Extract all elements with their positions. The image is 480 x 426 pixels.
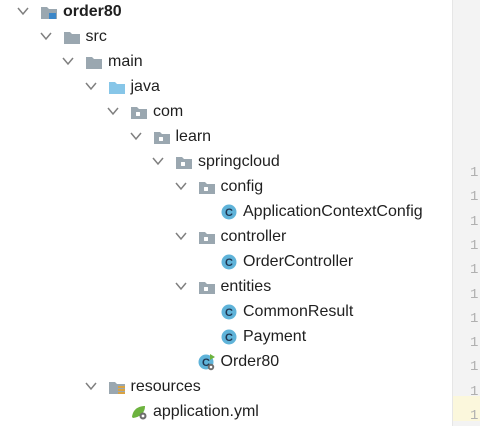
tree-node-ordercontroller[interactable]: C OrderController <box>0 250 452 275</box>
tree-node-com[interactable]: com <box>0 100 452 125</box>
tree-node-entities[interactable]: entities <box>0 275 452 300</box>
line-number: 1 <box>470 237 479 254</box>
tree-node-learn[interactable]: learn <box>0 125 452 150</box>
tree-node-order80[interactable]: C Order80 <box>0 350 452 375</box>
chevron-down-icon[interactable] <box>107 104 119 118</box>
line-number: 1 <box>470 310 479 327</box>
package-icon <box>198 178 216 196</box>
editor-gutter: 1 1 1 1 1 1 1 1 1 1 1 <box>452 0 480 426</box>
chevron-down-icon[interactable] <box>62 54 74 68</box>
tree-node-commonresult[interactable]: C CommonResult <box>0 300 452 325</box>
tree-node-application-yml[interactable]: application.yml <box>0 400 452 425</box>
chevron-down-icon[interactable] <box>84 79 97 93</box>
svg-text:C: C <box>225 307 233 319</box>
svg-text:C: C <box>202 357 210 369</box>
tree-node-label: controller <box>220 228 287 245</box>
package-icon <box>130 103 148 121</box>
tree-node-resources[interactable]: resources <box>0 375 452 400</box>
tree-node-label: application.yml <box>153 403 259 420</box>
chevron-down-icon[interactable] <box>129 129 142 143</box>
tree-node-controller[interactable]: controller <box>0 225 452 250</box>
tree-node-main[interactable]: main <box>0 50 452 75</box>
tree-node-config[interactable]: config <box>0 175 452 200</box>
tree-node-src[interactable]: src <box>0 25 452 50</box>
line-number: 1 <box>470 335 479 352</box>
line-number: 1 <box>470 359 479 376</box>
tree-node-label: Order80 <box>220 353 280 370</box>
chevron-down-icon[interactable] <box>84 379 97 393</box>
line-number: 1 <box>470 262 479 279</box>
module-folder-icon <box>40 3 58 21</box>
svg-text:C: C <box>225 332 233 344</box>
line-number: 1 <box>470 383 479 400</box>
tree-node-label: Payment <box>243 328 307 345</box>
tree-node-label: ApplicationContextConfig <box>243 203 423 220</box>
spring-boot-main-class-icon: C <box>198 353 216 371</box>
tree-node-label: src <box>85 28 107 45</box>
tree-node-order80[interactable]: order80 <box>0 0 452 25</box>
tree-node-springcloud[interactable]: springcloud <box>0 150 452 175</box>
spring-yml-file-icon <box>130 403 148 421</box>
java-class-icon: C <box>220 253 238 271</box>
svg-text:C: C <box>225 257 233 269</box>
line-number: 1 <box>470 286 479 303</box>
tree-node-label: com <box>153 103 184 120</box>
tree-node-label: java <box>130 78 160 95</box>
tree-node-label: CommonResult <box>243 303 354 320</box>
tree-node-payment[interactable]: C Payment <box>0 325 452 350</box>
chevron-down-icon[interactable] <box>174 179 187 193</box>
line-number: 1 <box>470 213 479 230</box>
chevron-down-icon[interactable] <box>17 4 29 18</box>
package-icon <box>175 153 193 171</box>
chevron-down-icon[interactable] <box>152 154 164 168</box>
tree-node-label: resources <box>130 378 201 395</box>
package-icon <box>198 228 216 246</box>
tree-node-label: config <box>220 178 264 195</box>
current-line-highlight <box>453 396 480 421</box>
package-icon <box>153 128 171 146</box>
tree-node-label: main <box>108 53 143 70</box>
tree-node-label: learn <box>175 128 212 145</box>
java-class-icon: C <box>220 328 238 346</box>
resources-folder-icon <box>108 378 126 396</box>
package-icon <box>198 278 216 296</box>
chevron-down-icon[interactable] <box>39 29 52 43</box>
line-number: 1 <box>470 189 479 206</box>
tree-node-java[interactable]: java <box>0 75 452 100</box>
line-number: 1 <box>470 165 479 181</box>
chevron-down-icon[interactable] <box>174 229 187 243</box>
java-class-icon: C <box>220 203 238 221</box>
tree-node-label: entities <box>220 278 272 295</box>
source-root-folder-icon <box>108 78 126 96</box>
folder-icon <box>85 53 103 71</box>
java-class-icon: C <box>220 303 238 321</box>
folder-icon <box>63 28 81 46</box>
line-number: 1 <box>470 408 479 424</box>
tree-node-label: order80 <box>63 3 122 20</box>
tree-node-label: springcloud <box>198 153 280 170</box>
chevron-down-icon[interactable] <box>174 279 187 293</box>
svg-text:C: C <box>225 207 233 219</box>
tree-node-applicationcontextconfig[interactable]: C ApplicationContextConfig <box>0 200 452 225</box>
tree-node-label: OrderController <box>243 253 354 270</box>
